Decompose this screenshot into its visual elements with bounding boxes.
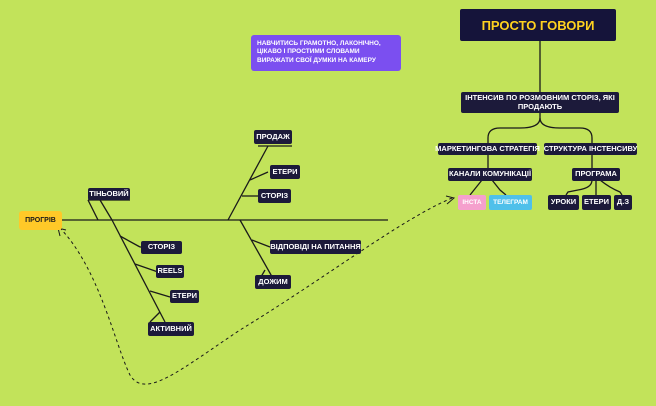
telegram-node[interactable]: ТЕЛЕГРАМ [489,195,532,210]
program-node[interactable]: ПРОГРАМА [572,168,620,181]
structure-node[interactable]: СТРУКТУРА ІНСТЕНСИВУ [544,143,637,155]
root-node[interactable]: ПРОГРІВ [19,211,62,230]
streams-right-node[interactable]: ЕТЕРИ [582,195,611,210]
marketing-node[interactable]: МАРКЕТИНГОВА СТРАТЕГІЯ [435,143,540,155]
lessons-node[interactable]: УРОКИ [548,195,579,210]
stories-left-node[interactable]: СТОРІЗ [141,241,182,254]
shadow-node[interactable]: ТІНЬОВИЙ [88,188,130,200]
dashed-connector [59,197,453,385]
stories-mid-node[interactable]: СТОРІЗ [258,189,291,203]
streams-mid-node[interactable]: ЕТЕРИ [270,165,300,179]
follow-up-node[interactable]: ДОЖИМ [255,275,291,289]
reels-node[interactable]: REELS [156,265,184,278]
insta-node[interactable]: ІНСТА [458,195,486,210]
homework-node[interactable]: Д.З [614,195,632,210]
branch-sale [227,145,269,221]
branch-follow-up [239,219,276,283]
answers-node[interactable]: ВІДПОВІДІ НА ПИТАННЯ [270,240,361,254]
arrow-tail-icon [445,195,456,205]
active-node[interactable]: АКТИВНИЙ [148,322,194,336]
sale-node[interactable]: ПРОДАЖ [254,130,292,144]
channels-node[interactable]: КАНАЛИ КОМУНІКАЦІЇ [448,168,532,181]
goal-note[interactable]: НАВЧИТИСЬ ГРАМОТНО, ЛАКОНІЧНО, ЦІКАВО І … [251,35,401,71]
intensive-node[interactable]: ІНТЕНСИВ ПО РОЗМОВНИМ СТОРІЗ, ЯКІ ПРОДАЮ… [461,92,619,113]
title-node[interactable]: ПРОСТО ГОВОРИ [460,9,616,41]
streams-left-node[interactable]: ЕТЕРИ [170,290,199,303]
branch-shadow-tail [87,199,99,221]
